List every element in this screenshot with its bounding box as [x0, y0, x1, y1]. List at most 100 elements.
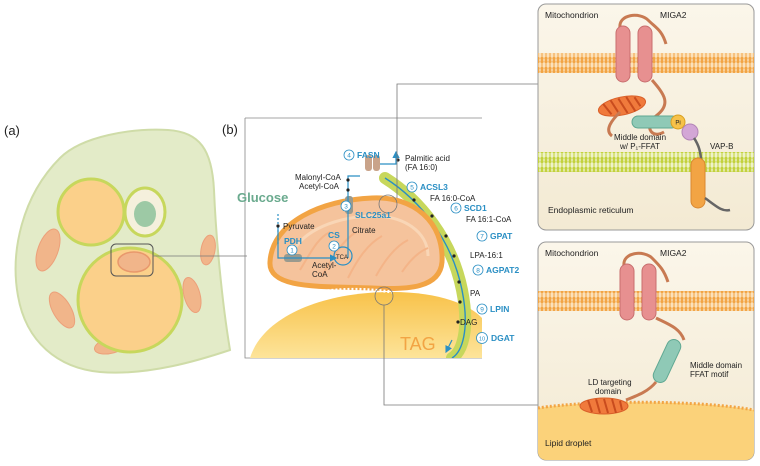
connector-bottom	[383, 305, 538, 406]
contact-zoom-circle-top	[378, 194, 398, 214]
svg-text:9: 9	[480, 307, 484, 314]
palmitic-label-2: (FA 16:0)	[405, 163, 438, 172]
svg-text:6: 6	[454, 206, 458, 213]
vapb-label: VAP-B	[710, 142, 733, 151]
lipid-droplet-label: Lipid droplet	[545, 438, 592, 448]
citrate-label: Citrate	[352, 226, 376, 235]
svg-text:LPIN: LPIN	[490, 304, 509, 314]
miga2-tm2	[637, 25, 653, 83]
svg-text:ACSL3: ACSL3	[420, 182, 448, 192]
svg-text:2: 2	[332, 244, 336, 251]
enzyme-fasn: 4 FASN	[343, 149, 380, 161]
miga2-tm2-bottom	[641, 263, 657, 321]
panel-a-cell	[14, 128, 247, 374]
enzyme-agpat2: 8 AGPAT2	[472, 264, 519, 276]
svg-text:3: 3	[344, 204, 348, 211]
svg-text:10: 10	[479, 337, 485, 343]
enzyme-pdh: 1 PDH	[284, 236, 302, 256]
middle-domain-bottom-label-2: FFAT motif	[690, 370, 729, 379]
ld-targeting-label-2: domain	[595, 387, 621, 396]
vapb-msp-domain	[681, 123, 699, 141]
svg-text:PDH: PDH	[284, 236, 302, 246]
miga2-tm1	[615, 25, 631, 83]
dgat-arrow	[445, 339, 453, 354]
svg-text:FASN: FASN	[357, 150, 380, 160]
miga2-label-bottom: MIGA2	[660, 248, 687, 258]
panel-b-scene	[250, 172, 482, 358]
ld-targeting-helix-bottom	[579, 397, 629, 415]
tag-label: TAG	[400, 334, 436, 354]
cristae	[288, 214, 430, 261]
highlighted-mitochondrion	[117, 251, 151, 273]
palmitic-label-1: Palmitic acid	[405, 154, 450, 163]
mito-label-bottom: Mitochondrion	[545, 248, 599, 258]
glucose-label: Glucose	[237, 190, 288, 205]
miga2-nterm-loop	[618, 13, 668, 45]
acetyl-coa2-label: Acetyl-CoA	[299, 182, 340, 191]
fasn-complex	[365, 155, 380, 171]
panel-ld-contact: Mitochondrion MIGA2 Lipid droplet Middle…	[537, 241, 755, 461]
tca-cycle	[333, 246, 353, 266]
pathway-dots	[276, 158, 462, 324]
acetyl-coa-label-2: CoA	[312, 270, 328, 279]
miga2-tm1-bottom	[619, 263, 635, 321]
enzyme-slc25a1: 3 SLC25a1	[340, 200, 391, 220]
enzyme-dgat: 10 DGAT	[476, 332, 515, 344]
svg-text:5: 5	[410, 185, 414, 192]
panel-er-contact: Mitochondrion MIGA2 Endoplasmic reticulu…	[537, 3, 755, 231]
tca-label: TCA	[336, 255, 348, 261]
svg-text:8: 8	[476, 268, 480, 275]
enzyme-cs: 2 CS	[328, 230, 340, 252]
fa161-label: FA 16:1-CoA	[466, 215, 512, 224]
middle-domain-top-label-1: Middle domain	[614, 133, 666, 142]
enzyme-lpin: 9 LPIN	[476, 303, 509, 315]
svg-text:1: 1	[290, 248, 294, 255]
pdh-arrow	[277, 226, 338, 262]
fasn-arrow	[380, 150, 400, 165]
nucleolus	[134, 201, 156, 227]
dag-label: DAG	[460, 318, 477, 327]
lipid-droplet-panel	[538, 402, 754, 460]
svg-text:4: 4	[347, 153, 351, 160]
svg-text:GPAT: GPAT	[490, 231, 513, 241]
middle-domain-bottom	[652, 338, 682, 384]
ld-targeting-label-1: LD targeting	[588, 378, 632, 387]
svg-text:SLC25a1: SLC25a1	[355, 210, 391, 220]
malonyl-coa-label: Malonyl-CoA	[295, 173, 341, 182]
svg-text:DGAT: DGAT	[491, 333, 515, 343]
svg-text:SCD1: SCD1	[464, 203, 487, 213]
mito-label-top: Mitochondrion	[545, 10, 599, 20]
ld-targeting-helix-top	[597, 95, 647, 117]
enzyme-labels: 1 PDH 2 CS 3 SLC25a1 4 FASN 5 ACSL3 6 SC…	[284, 149, 519, 344]
lipid-droplet-b	[250, 292, 482, 358]
phospho-site	[670, 114, 686, 130]
miga2-label-top: MIGA2	[660, 10, 687, 20]
connector-top	[396, 83, 538, 198]
enzyme-scd1: 6 SCD1	[450, 202, 487, 214]
fa160-label: FA 16:0-CoA	[430, 194, 476, 203]
middle-domain-top-label-2: w/ P₁-FFAT	[619, 142, 660, 151]
er-pathway-line	[384, 177, 466, 358]
lpa-label: LPA-16:1	[470, 251, 503, 260]
lipid-droplet-small	[56, 177, 126, 247]
lipid-droplet-large	[76, 246, 184, 354]
enzyme-gpat: 7 GPAT	[476, 230, 513, 242]
er-membrane	[538, 152, 754, 172]
er-label: Endoplasmic reticulum	[548, 205, 634, 215]
panel-b-label: (b)	[222, 122, 238, 137]
enzyme-acsl3: 5 ACSL3	[406, 181, 448, 193]
cristae-folds	[299, 231, 429, 279]
acetyl-coa-label-1: Acetyl-	[312, 261, 337, 270]
svg-text:AGPAT2: AGPAT2	[486, 265, 519, 275]
zoom-box	[110, 243, 154, 277]
panel-a-label: (a)	[4, 123, 20, 138]
middle-domain-bottom-label-1: Middle domain	[690, 361, 742, 370]
svg-text:7: 7	[480, 234, 484, 241]
pathway-arrows	[277, 150, 453, 354]
svg-text:CS: CS	[328, 230, 340, 240]
pa-label: PA	[470, 289, 481, 298]
vapb-tm	[690, 157, 706, 209]
pi-label: Pi	[675, 121, 680, 127]
pyruvate-label: Pyruvate	[283, 222, 315, 231]
